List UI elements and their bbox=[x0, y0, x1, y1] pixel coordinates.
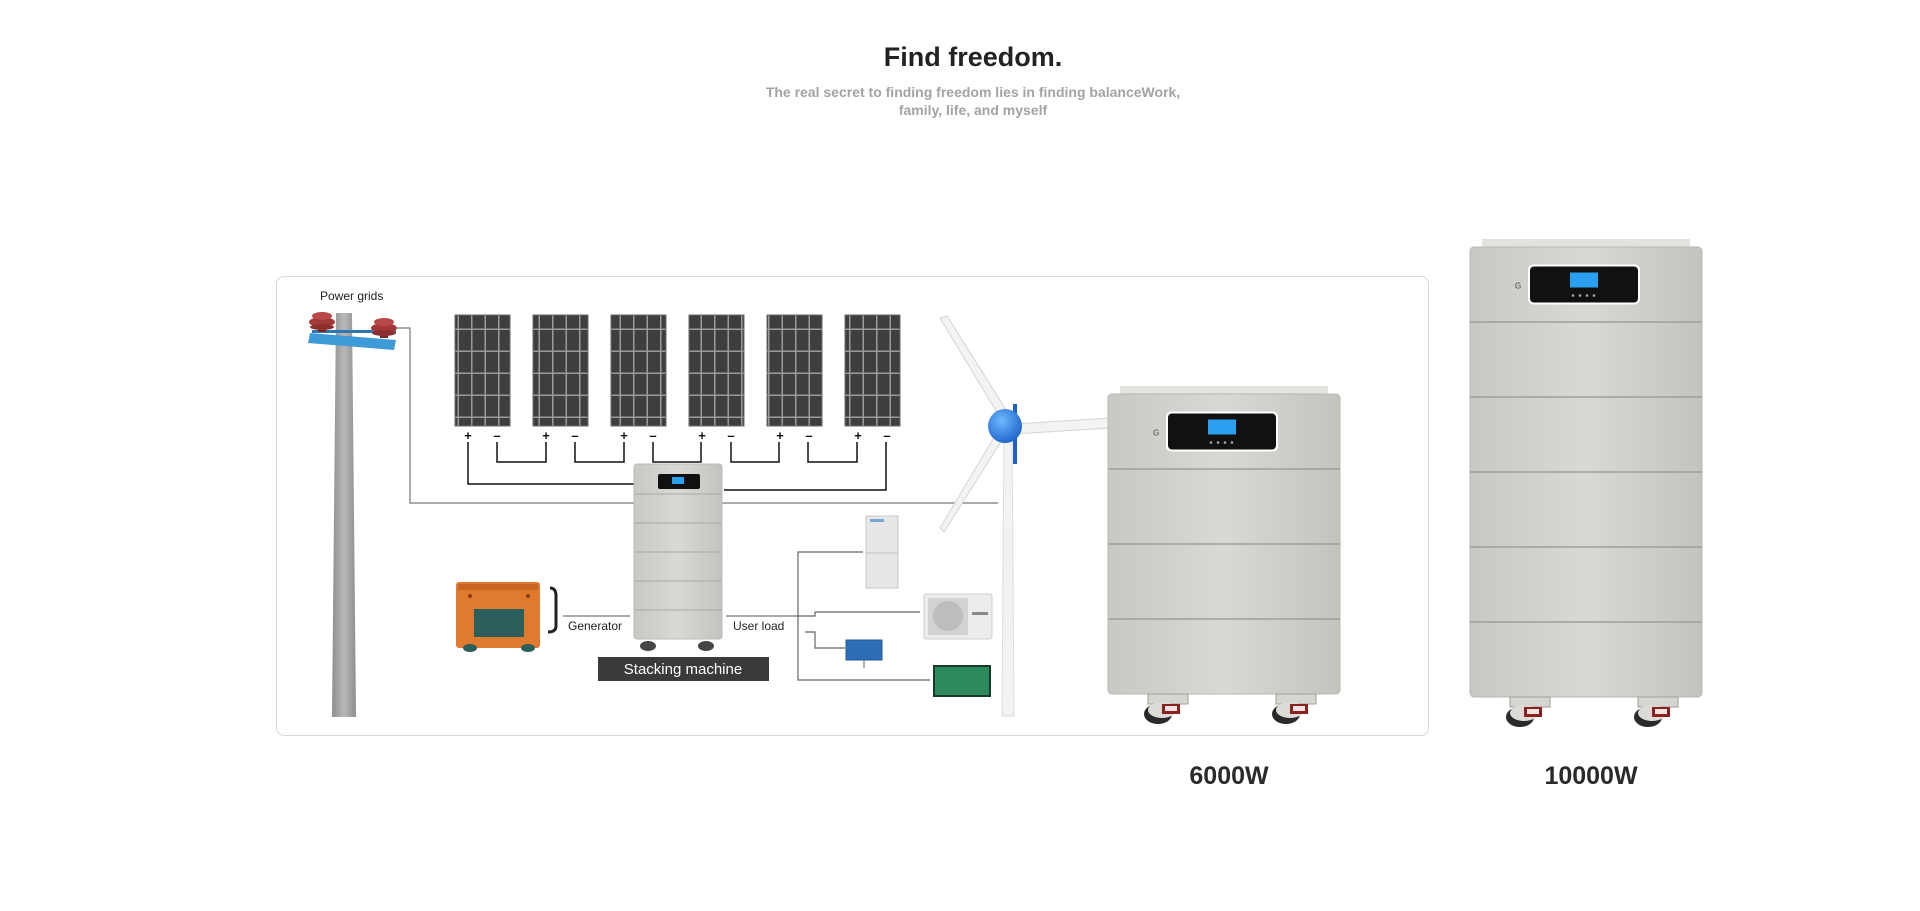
refrigerator-icon bbox=[865, 515, 899, 589]
panel-plus-terminal: + bbox=[854, 428, 862, 443]
air-conditioner-icon bbox=[923, 593, 993, 640]
panel-plus-terminal: + bbox=[620, 428, 628, 443]
stacking-machine-label-bar bbox=[598, 657, 769, 681]
product-6000w-image: G bbox=[1107, 386, 1341, 724]
insulator-right-icon bbox=[371, 318, 397, 338]
caster-wheel-icon bbox=[1272, 693, 1317, 724]
panel-plus-terminal: + bbox=[542, 428, 550, 443]
solar-panel-icon bbox=[610, 314, 667, 427]
stacking-machine-icon bbox=[633, 463, 723, 651]
power-button-letter: G bbox=[1153, 429, 1159, 438]
solar-panel-icon bbox=[844, 314, 901, 427]
insulator-left-icon bbox=[309, 312, 335, 332]
user-load-label: User load bbox=[733, 619, 784, 633]
water-heater-icon bbox=[845, 639, 883, 668]
caster-wheel-icon bbox=[1634, 696, 1679, 727]
power-button-letter: G bbox=[1515, 282, 1521, 291]
stacking-machine-label: Stacking machine bbox=[624, 661, 742, 678]
wind-turbine-icon bbox=[939, 315, 1111, 717]
product-10000w-name: 10000W bbox=[1544, 762, 1638, 790]
user-load-wiring bbox=[796, 551, 930, 681]
panel-plus-terminal: + bbox=[464, 428, 472, 443]
panel-string-wiring bbox=[467, 442, 887, 491]
solar-panel-icon bbox=[454, 314, 511, 427]
solar-panel-icon bbox=[532, 314, 589, 427]
caster-wheel-icon bbox=[1144, 693, 1189, 724]
panel-minus-terminal: – bbox=[493, 428, 500, 443]
panel-minus-terminal: – bbox=[649, 428, 656, 443]
panel-plus-terminal: + bbox=[698, 428, 706, 443]
page-subtitle: The real secret to finding freedom lies … bbox=[765, 84, 1181, 118]
panel-minus-terminal: – bbox=[805, 428, 812, 443]
page-title: Find freedom. bbox=[883, 42, 1063, 72]
solar-panel-array: + – + – + – + – + – + – bbox=[454, 314, 901, 443]
caster-wheel-icon bbox=[1506, 696, 1551, 727]
product-6000w-name: 6000W bbox=[1189, 762, 1269, 790]
panel-minus-terminal: – bbox=[727, 428, 734, 443]
solar-panel-icon bbox=[766, 314, 823, 427]
product-10000w-image: G bbox=[1469, 239, 1703, 727]
power-grids-label: Power grids bbox=[320, 289, 383, 303]
television-icon bbox=[933, 665, 991, 697]
generator-label: Generator bbox=[568, 619, 622, 633]
panel-minus-terminal: – bbox=[883, 428, 890, 443]
panel-plus-terminal: + bbox=[776, 428, 784, 443]
generator-icon bbox=[456, 582, 558, 652]
solar-panel-icon bbox=[688, 314, 745, 427]
power-pole-icon bbox=[308, 312, 397, 717]
panel-minus-terminal: – bbox=[571, 428, 578, 443]
